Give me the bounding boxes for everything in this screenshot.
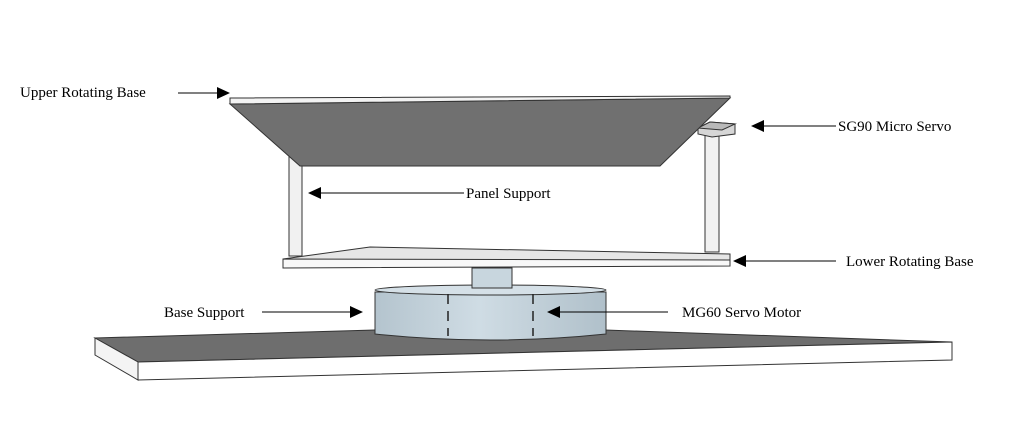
servo-shaft (471, 267, 513, 289)
label-mg60-servo-motor: MG60 Servo Motor (682, 305, 801, 321)
arrowhead-panel-support (308, 187, 321, 199)
lower-base-front (282, 258, 731, 269)
ground-plate (93, 329, 953, 381)
callout-lower-rotating-base: Lower Rotating Base (733, 254, 974, 270)
callout-mg60-servo-motor: MG60 Servo Motor (547, 305, 801, 321)
label-upper-rotating-base: Upper Rotating Base (20, 85, 146, 101)
arrowhead-mg60 (547, 306, 560, 318)
base-support-cylinder (374, 284, 607, 341)
sg90-micro-servo (696, 121, 737, 138)
upper-panel-edge (229, 95, 731, 105)
arrowhead-base-support (350, 306, 363, 318)
label-base-support: Base Support (164, 305, 245, 321)
callout-sg90-micro-servo: SG90 Micro Servo (751, 119, 951, 135)
cylinder-body (374, 291, 607, 341)
arrowhead-lower (733, 255, 746, 267)
lower-rotating-base (282, 246, 731, 269)
callout-panel-support: Panel Support (308, 186, 551, 202)
label-lower-rotating-base: Lower Rotating Base (846, 254, 974, 270)
upper-rotating-base (228, 95, 732, 167)
micro-servo-top (696, 121, 737, 131)
panel-support-left (288, 153, 303, 257)
label-sg90-micro-servo: SG90 Micro Servo (838, 119, 951, 135)
panel-support-right (704, 133, 720, 253)
arrowhead-sg90 (751, 120, 764, 132)
label-panel-support: Panel Support (466, 186, 551, 202)
upper-panel-face (228, 97, 732, 167)
arrowhead-upper (217, 87, 230, 99)
callout-upper-rotating-base: Upper Rotating Base (20, 85, 230, 101)
ground-plate-side (137, 341, 953, 381)
callout-base-support: Base Support (164, 305, 363, 321)
